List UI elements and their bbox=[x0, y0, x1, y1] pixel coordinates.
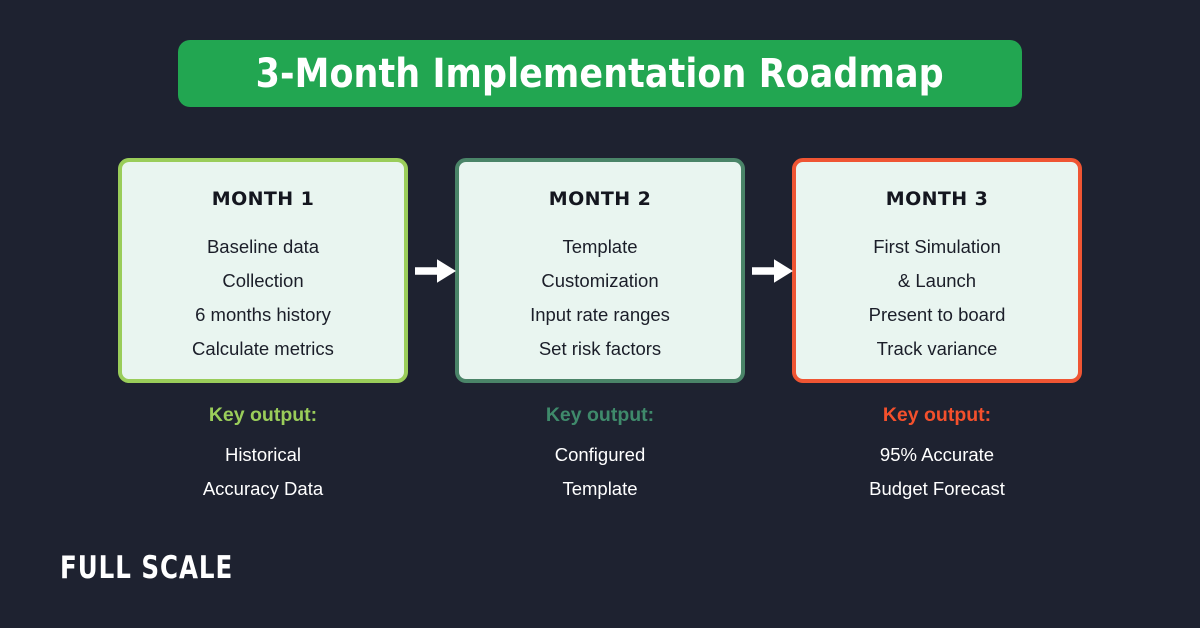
month-card-1-line-1: Baseline data bbox=[206, 236, 320, 257]
month-card-1-line-2: Collection bbox=[222, 270, 304, 291]
key-output-2: Key output: Configured Template bbox=[455, 402, 745, 506]
month-card-2-line-3: Input rate ranges bbox=[530, 304, 670, 325]
month-card-2-title: MONTH 2 bbox=[548, 188, 652, 210]
key-output-1-line-1: Historical bbox=[224, 444, 302, 465]
month-card-3-line-1: First Simulation bbox=[873, 236, 1001, 257]
full-scale-logo: FULL SCALE bbox=[60, 550, 234, 586]
month-card-1: MONTH 1 Baseline data Collection 6 month… bbox=[118, 158, 408, 383]
month-card-1-line-4: Calculate metrics bbox=[192, 338, 334, 359]
key-output-2-line-1: Configured bbox=[554, 444, 646, 465]
month-card-3-line-3: Present to board bbox=[868, 304, 1006, 325]
arrow-right-icon bbox=[415, 258, 457, 284]
page-title: 3-Month Implementation Roadmap bbox=[255, 50, 945, 97]
key-output-2-line-2: Template bbox=[562, 478, 638, 499]
key-output-3: Key output: 95% Accurate Budget Forecast bbox=[792, 402, 1082, 506]
month-card-1-line-3: 6 months history bbox=[195, 304, 331, 325]
key-output-1-line-2: Accuracy Data bbox=[202, 478, 324, 499]
month-card-3-line-2: & Launch bbox=[897, 270, 977, 291]
month-cards-row: MONTH 1 Baseline data Collection 6 month… bbox=[118, 158, 1082, 383]
month-card-1-title: MONTH 1 bbox=[211, 188, 315, 210]
key-output-2-heading: Key output: bbox=[545, 404, 655, 426]
key-output-1: Key output: Historical Accuracy Data bbox=[118, 402, 408, 506]
month-card-2-line-2: Customization bbox=[541, 270, 659, 291]
key-output-1-heading: Key output: bbox=[208, 404, 318, 426]
key-output-3-line-2: Budget Forecast bbox=[869, 478, 1005, 499]
month-card-3-title: MONTH 3 bbox=[885, 188, 989, 210]
key-output-3-line-1: 95% Accurate bbox=[879, 444, 995, 465]
key-output-3-heading: Key output: bbox=[882, 404, 992, 426]
month-card-3: MONTH 3 First Simulation & Launch Presen… bbox=[792, 158, 1082, 383]
key-outputs-row: Key output: Historical Accuracy Data Key… bbox=[118, 402, 1082, 512]
arrow-right-icon bbox=[752, 258, 794, 284]
month-card-3-line-4: Track variance bbox=[876, 338, 998, 359]
month-card-2-line-4: Set risk factors bbox=[538, 338, 662, 359]
month-card-2-line-1: Template bbox=[562, 236, 638, 257]
month-card-2: MONTH 2 Template Customization Input rat… bbox=[455, 158, 745, 383]
title-banner: 3-Month Implementation Roadmap bbox=[178, 40, 1022, 107]
